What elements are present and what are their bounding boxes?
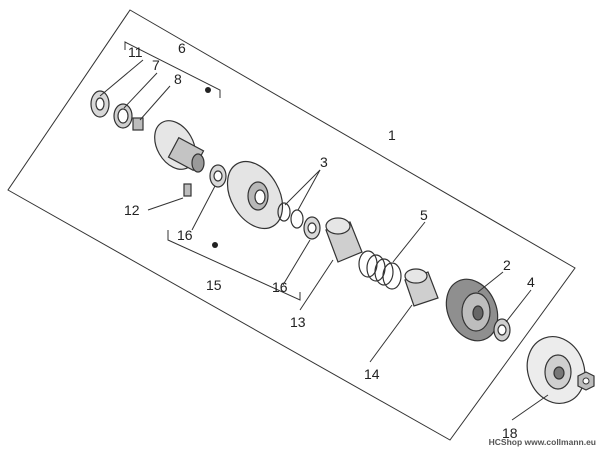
part-sleeve-13 xyxy=(325,217,363,263)
callout-11: 11 xyxy=(128,44,143,60)
part-movable-pulley xyxy=(226,160,284,230)
callout-12: 12 xyxy=(124,202,140,218)
part-bearing-11 xyxy=(90,90,110,118)
callout-1: 1 xyxy=(388,127,396,143)
part-seal-7 xyxy=(113,103,133,129)
part-spring-cup-14 xyxy=(404,268,439,307)
watermark-text: HCShop www.collmann.eu xyxy=(488,437,596,447)
callout-13: 13 xyxy=(290,314,306,330)
part-clutch-bell-18 xyxy=(526,336,586,404)
bracket-group-6 xyxy=(124,41,221,98)
callout-2: 2 xyxy=(503,257,511,273)
callout-6: 6 xyxy=(178,40,186,56)
part-clutch-2 xyxy=(445,278,499,342)
part-washer-4 xyxy=(493,318,511,342)
leader-lines xyxy=(99,59,549,421)
part-spring-5 xyxy=(358,250,402,290)
callout-14: 14 xyxy=(364,366,380,382)
part-pin-12 xyxy=(183,183,192,197)
callout-16b: 16 xyxy=(272,279,288,295)
part-fixed-pulley xyxy=(154,120,205,173)
callout-5: 5 xyxy=(420,207,428,223)
part-bearing-16b xyxy=(303,216,321,240)
callout-4: 4 xyxy=(527,274,535,290)
callout-16a: 16 xyxy=(177,227,193,243)
marker-dot xyxy=(205,87,211,93)
callout-3: 3 xyxy=(320,154,328,170)
part-bushing-8 xyxy=(132,117,144,131)
callout-7: 7 xyxy=(152,57,160,73)
callout-18: 18 xyxy=(502,425,518,441)
callout-8: 8 xyxy=(174,71,182,87)
assembly-frame xyxy=(7,9,576,441)
part-bearing-16a xyxy=(209,164,227,188)
bracket-group-15 xyxy=(167,230,301,301)
part-o-rings-3 xyxy=(277,202,304,229)
part-nut xyxy=(577,371,595,391)
marker-dot xyxy=(212,242,218,248)
callout-15: 15 xyxy=(206,277,222,293)
